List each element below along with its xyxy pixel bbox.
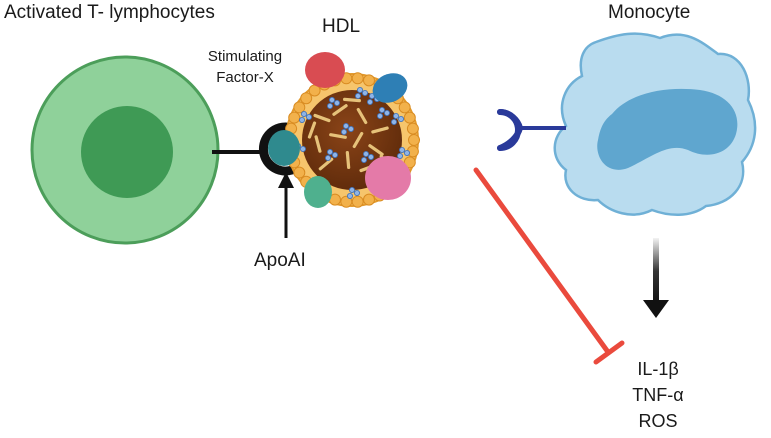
phospholipid-head [351,195,364,208]
core-lipid-stick [332,104,348,116]
t-cell-label: Activated T- lymphocytes [4,2,215,23]
core-lipid-stick [368,144,384,156]
hdl-label: HDL [322,16,361,37]
cholesterol-dot [342,123,349,130]
apo-protein-teal [268,130,300,166]
cholesterol-dot [360,156,367,163]
cholesterol-dot [353,189,360,196]
core-lipid-stick [343,97,361,103]
core-lipid-stick [352,131,364,149]
cholesterol-dot [347,126,354,133]
phospholipid-head [363,193,375,206]
cholesterol-dot [398,146,405,153]
phospholipid-head [403,111,416,124]
cholesterol-dot [376,113,383,120]
t-lymphocyte-cell [30,55,220,245]
apoai-label: ApoAI [254,250,306,271]
cholesterol-dot [397,116,404,123]
cholesterol-dot [366,99,373,106]
phospholipid-head [340,195,353,208]
monocyte-nucleus [597,88,738,170]
phospholipid-head [403,156,416,169]
apo-protein-blue [372,73,408,103]
phospholipid-head [408,134,420,146]
core-lipid-stick [313,113,331,123]
cholesterol-dot [324,154,331,161]
cholesterol-dot [367,153,374,160]
cholesterol-dot [331,151,338,158]
apo-protein-pink [365,156,411,200]
stimulating-factor-line2: Factor-X [216,69,274,86]
core-lipid-stick [329,133,347,139]
cytokine-list: IL-1β TNF-α ROS [616,356,700,434]
monocyte-cell [553,32,757,216]
cholesterol-dot [333,100,340,107]
stimulating-factor-line1: Stimulating [207,48,283,65]
cholesterol-dot [326,148,333,155]
cholesterol-dot [340,128,347,135]
cholesterol-dot [299,145,306,152]
core-lipid-stick [356,107,368,125]
phospholipid-head [288,111,301,124]
cytokine-item: IL-1β [637,359,679,379]
core-lipid-stick [318,157,334,171]
phospholipid-head [406,122,419,135]
cholesterol-dot [348,186,355,193]
cholesterol-dot [300,111,307,118]
t-cell-receptor-hook [258,122,297,176]
cholesterol-dot [305,114,312,121]
phospholipid-head [300,92,313,105]
hdl-core-lipids [307,97,393,173]
apo-protein-green [304,176,332,208]
cholesterol-dot [354,93,361,100]
phospholipid-head [293,166,306,179]
cholesterol-dot [328,97,335,104]
core-lipid-stick [345,151,351,169]
apoai-arrow [278,172,294,238]
monocyte-label: Monocyte [608,2,691,23]
t-cell-nucleus [81,106,173,198]
hdl-particle [268,52,420,208]
phospholipid-head [351,72,364,85]
cholesterol-dot [396,152,403,159]
cholesterol-dot [361,90,368,97]
cholesterol-dot [356,87,363,94]
cholesterol-dot [326,103,333,110]
cytokine-item: ROS [638,411,678,431]
cholesterol-dot [298,117,305,124]
apo-protein-red [305,52,345,88]
inhibition-line [473,167,625,365]
phospholipid-head [363,74,375,87]
cholesterol-dot [390,119,397,126]
core-lipid-stick [314,135,322,153]
activation-arrow [643,238,669,318]
phospholipid-head [293,101,306,114]
phospholipid-head [398,101,411,114]
cholesterol-dot [378,107,385,114]
core-lipid-stick [371,126,389,134]
cholesterol-dot [403,149,410,156]
cytokine-item: TNF-α [632,385,684,405]
monocyte-receptor [497,109,566,151]
cholesterol-dot [392,113,399,120]
cholesterol-dot [346,192,353,199]
core-lipid-stick [307,121,317,139]
stimulating-factor-label: Stimulating Factor-X [192,46,298,88]
cholesterol-dot [362,150,369,157]
cholesterol-dot [383,110,390,117]
